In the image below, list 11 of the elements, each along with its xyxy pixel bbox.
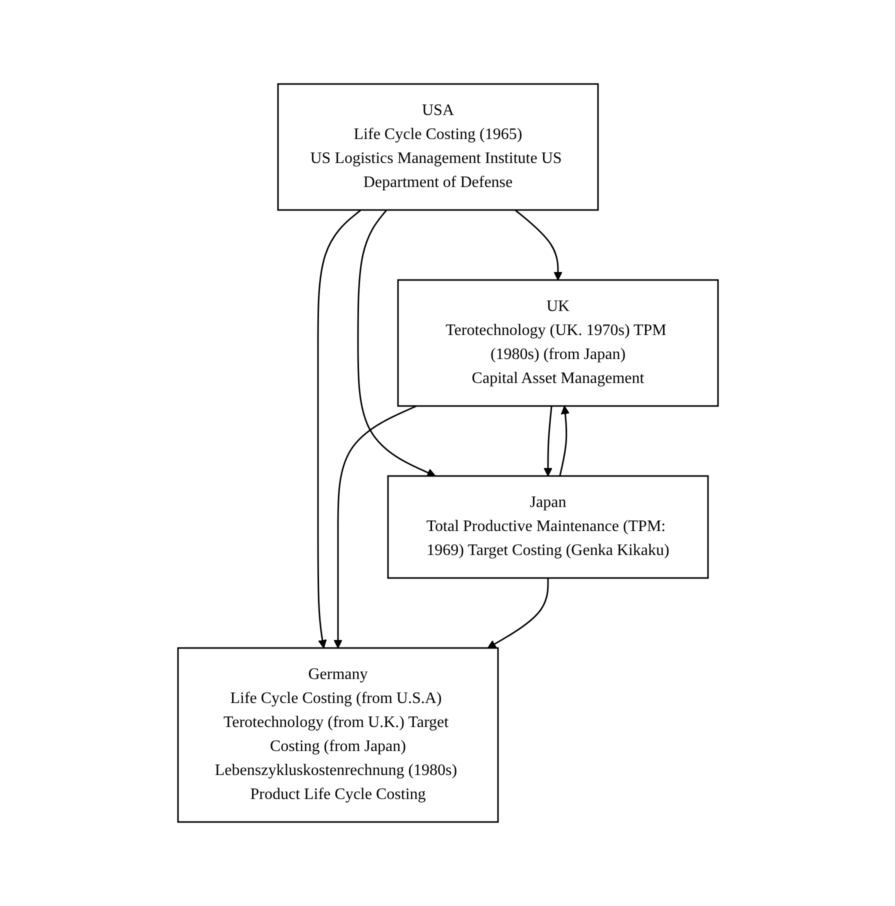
node-box: UK Terotechnology (UK. 1970s) TPM (1980s) (from Japan) Capital Asset Management: [396, 279, 718, 407]
arrow: [333, 405, 416, 648]
arrow: [316, 209, 361, 648]
arrow: [558, 406, 570, 476]
arrow: [486, 578, 548, 648]
arrow: [356, 210, 436, 477]
node-box: USA Life Cycle Costing (1965) US Logistics Management Institute US Department of Defense: [276, 83, 598, 211]
node-box: Japan Total Productive Maintenance (TPM: 1969) Target Costing (Genka Kikaku): [386, 475, 708, 579]
arrow: [543, 406, 552, 476]
node-box: Germany Life Cycle Costing (from U.S.A) Terotechnology (from U.K.) Target Costing (from Japan) Lebenszykluskostenrechnung (1980s) Product Life Cycle Costing: [176, 647, 498, 823]
arrow: [514, 209, 562, 280]
